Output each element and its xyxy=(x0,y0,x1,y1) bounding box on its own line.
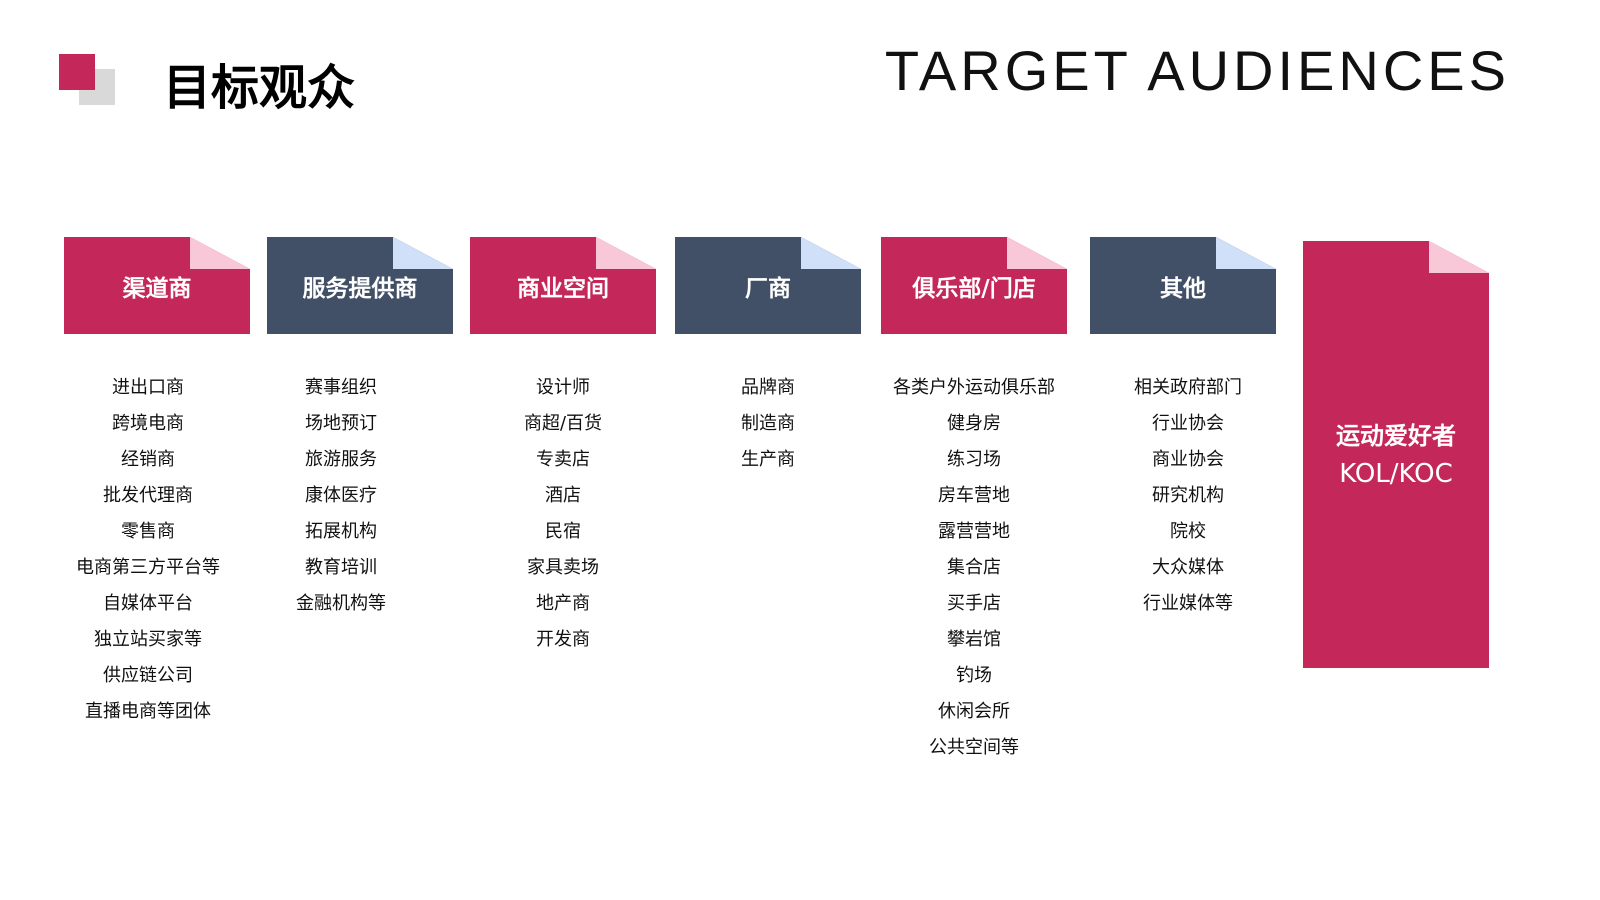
category-list: 相关政府部门行业协会商业协会研究机构院校大众媒体行业媒体等 xyxy=(1095,370,1281,622)
list-item: 场地预订 xyxy=(305,413,377,434)
highlight-line1: 运动爱好者 xyxy=(1336,421,1456,450)
list-item: 教育培训 xyxy=(305,557,377,578)
list-item: 零售商 xyxy=(121,521,175,542)
list-item: 家具卖场 xyxy=(527,557,599,578)
category-card: 渠道商 xyxy=(64,237,250,334)
list-item: 露营营地 xyxy=(938,521,1010,542)
list-item: 赛事组织 xyxy=(305,377,377,398)
category-card: 服务提供商 xyxy=(267,237,453,334)
list-item: 自媒体平台 xyxy=(103,593,193,614)
list-item: 房车营地 xyxy=(938,485,1010,506)
highlight-card: 运动爱好者 KOL/KOC xyxy=(1303,241,1489,668)
fold-corner xyxy=(190,237,250,269)
list-item: 研究机构 xyxy=(1152,485,1224,506)
list-item: 集合店 xyxy=(947,557,1001,578)
list-item: 品牌商 xyxy=(741,377,795,398)
list-item: 跨境电商 xyxy=(112,413,184,434)
fold-corner xyxy=(393,237,453,269)
fold-corner xyxy=(1216,237,1276,269)
list-item: 拓展机构 xyxy=(305,521,377,542)
list-item: 进出口商 xyxy=(112,377,184,398)
category-list: 品牌商制造商生产商 xyxy=(675,370,861,478)
category-card: 商业空间 xyxy=(470,237,656,334)
list-item: 电商第三方平台等 xyxy=(76,557,220,578)
list-item: 开发商 xyxy=(536,629,590,650)
list-item: 商超/百货 xyxy=(523,413,603,434)
list-item: 生产商 xyxy=(741,449,795,470)
list-item: 商业协会 xyxy=(1152,449,1224,470)
list-item: 公共空间等 xyxy=(929,737,1019,758)
category-label: 厂商 xyxy=(745,275,791,302)
list-item: 制造商 xyxy=(741,413,795,434)
list-item: 经销商 xyxy=(121,449,175,470)
list-item: 行业媒体等 xyxy=(1143,593,1233,614)
list-item: 相关政府部门 xyxy=(1134,377,1242,398)
category-list: 各类户外运动俱乐部健身房练习场房车营地露营营地集合店买手店攀岩馆钓场休闲会所公共… xyxy=(881,370,1067,766)
category-label: 商业空间 xyxy=(517,275,609,302)
list-item: 大众媒体 xyxy=(1152,557,1224,578)
list-item: 民宿 xyxy=(545,521,581,542)
list-item: 练习场 xyxy=(947,449,1001,470)
category-label: 俱乐部/门店 xyxy=(912,275,1036,302)
list-item: 康体医疗 xyxy=(305,485,377,506)
list-item: 设计师 xyxy=(536,377,590,398)
list-item: 金融机构等 xyxy=(296,593,386,614)
list-item: 行业协会 xyxy=(1152,413,1224,434)
list-item: 批发代理商 xyxy=(103,485,193,506)
list-item: 各类户外运动俱乐部 xyxy=(893,377,1055,398)
category-label: 其他 xyxy=(1160,275,1206,302)
category-card: 厂商 xyxy=(675,237,861,334)
category-card: 俱乐部/门店 xyxy=(881,237,1067,334)
category-label: 服务提供商 xyxy=(302,275,418,302)
page-subtitle-en: TARGET AUDIENCES xyxy=(884,39,1510,102)
category-list: 进出口商跨境电商经销商批发代理商零售商电商第三方平台等自媒体平台独立站买家等供应… xyxy=(55,370,241,730)
page-title: 目标观众 xyxy=(163,60,356,116)
list-item: 酒店 xyxy=(545,485,581,506)
list-item: 地产商 xyxy=(536,593,590,614)
category-list: 设计师商超/百货专卖店酒店民宿家具卖场地产商开发商 xyxy=(470,370,656,658)
fold-corner xyxy=(801,237,861,269)
list-item: 院校 xyxy=(1170,521,1206,542)
fold-corner xyxy=(596,237,656,269)
list-item: 专卖店 xyxy=(536,449,590,470)
category-card: 其他 xyxy=(1090,237,1276,334)
list-item: 钓场 xyxy=(956,665,992,686)
fold-corner xyxy=(1007,237,1067,269)
list-item: 攀岩馆 xyxy=(947,629,1001,650)
category-label: 渠道商 xyxy=(122,275,192,302)
list-item: 供应链公司 xyxy=(103,665,193,686)
list-item: 旅游服务 xyxy=(305,449,377,470)
fold-corner xyxy=(1429,241,1489,273)
highlight-line2: KOL/KOC xyxy=(1339,458,1453,489)
list-item: 直播电商等团体 xyxy=(85,701,211,722)
list-item: 健身房 xyxy=(947,413,1001,434)
logo-square-red xyxy=(59,54,95,90)
list-item: 独立站买家等 xyxy=(94,629,202,650)
category-list: 赛事组织场地预订旅游服务康体医疗拓展机构教育培训金融机构等 xyxy=(248,370,434,622)
list-item: 买手店 xyxy=(947,593,1001,614)
list-item: 休闲会所 xyxy=(938,701,1010,722)
